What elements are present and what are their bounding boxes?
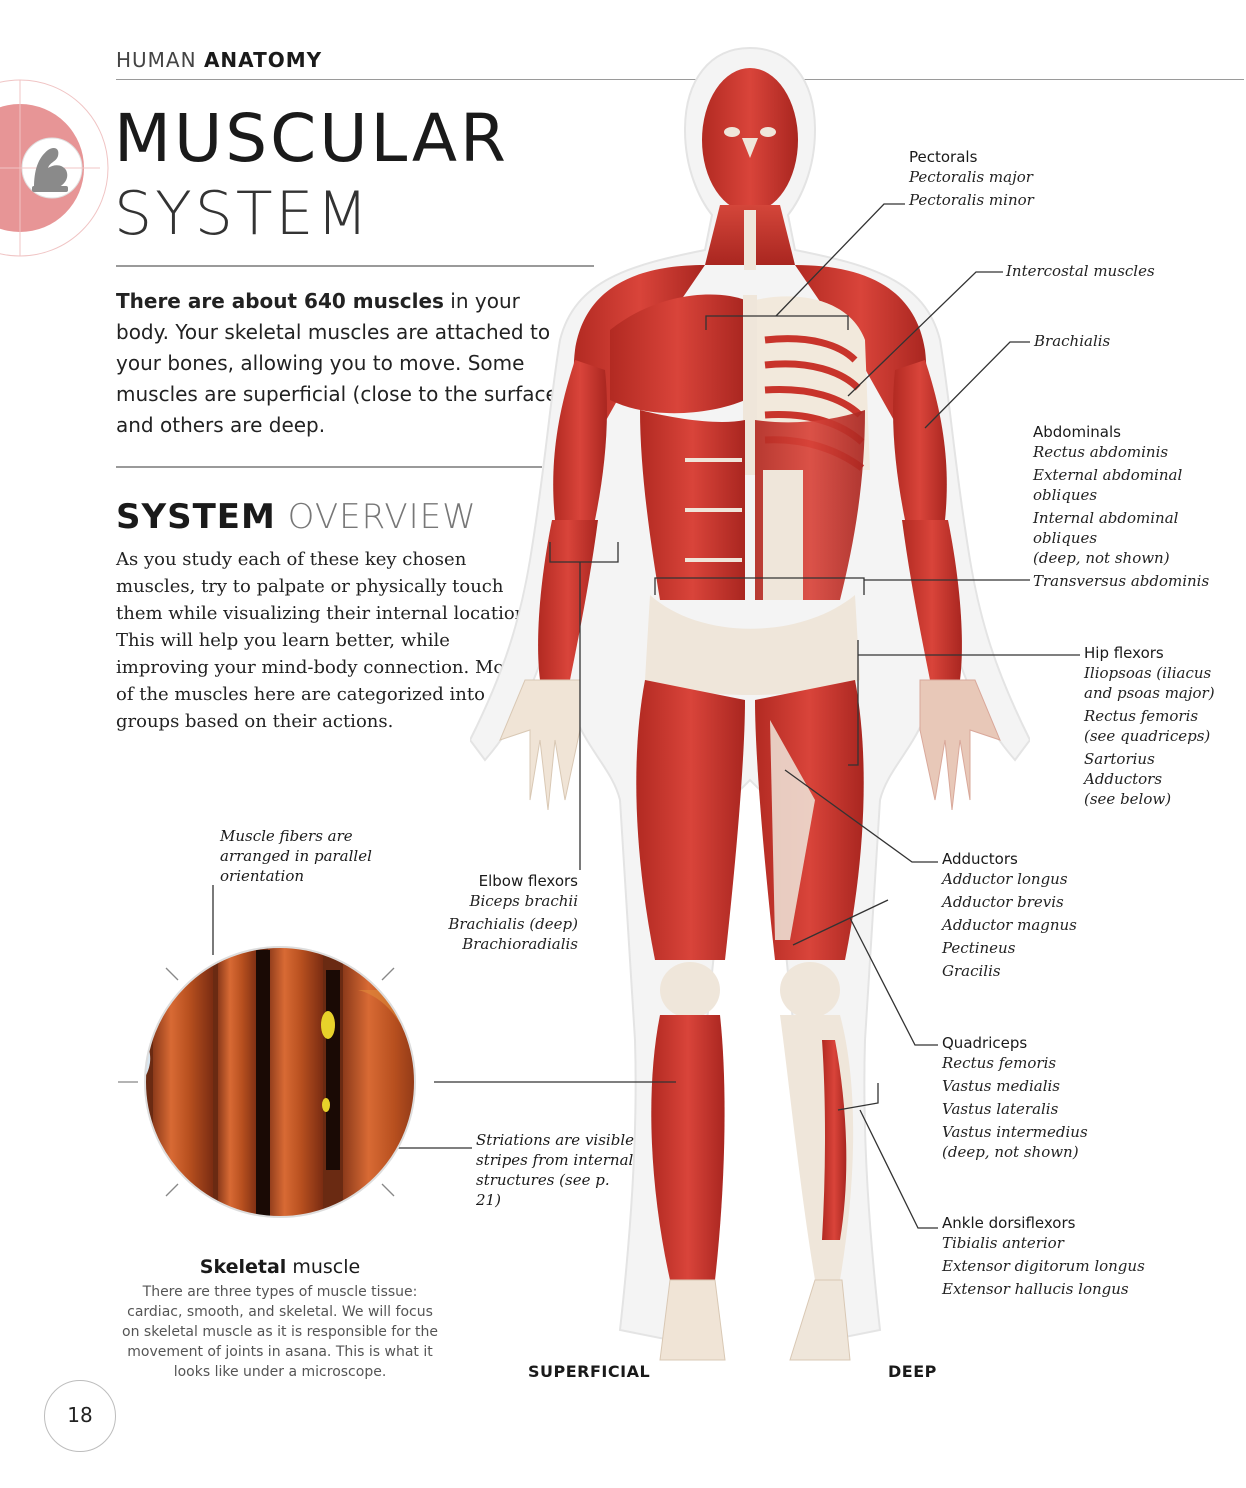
- page-title-line2: SYSTEM: [114, 179, 372, 249]
- intro-rule: [116, 466, 542, 468]
- label-adductors: Adductors Adductor longus Adductor brevi…: [942, 850, 1077, 980]
- page-number-badge: 18: [44, 1380, 116, 1452]
- flexed-arm-icon: [32, 148, 68, 192]
- skeletal-muscle-micrograph: [118, 946, 416, 1218]
- muscular-figure-illustration: [470, 46, 1030, 1361]
- fiber-orientation-note: Muscle fibers are arranged in parallel o…: [220, 827, 372, 885]
- label-elbow-flexors: Elbow flexors Biceps brachii Brachialis …: [448, 872, 578, 953]
- page-number: 18: [67, 1403, 93, 1427]
- label-brachialis: Brachialis: [1034, 332, 1111, 350]
- label-intercostal: Intercostal muscles: [1006, 262, 1155, 280]
- label-ankle-dorsiflexors: Ankle dorsiflexors Tibialis anterior Ext…: [942, 1214, 1145, 1298]
- label-abdominals: Abdominals Rectus abdominis External abd…: [1033, 423, 1210, 590]
- striations-note: Striations are visible stripes from inte…: [476, 1131, 634, 1209]
- skeletal-muscle-caption: There are three types of muscle tissue: …: [122, 1284, 438, 1380]
- overview-heading: SYSTEM OVERVIEW: [116, 497, 477, 537]
- label-pectorals: Pectorals Pectoralis major Pectoralis mi…: [909, 148, 1034, 209]
- section-kicker: HUMAN ANATOMY: [116, 48, 323, 72]
- view-label-superficial: SUPERFICIAL: [528, 1362, 651, 1381]
- section-icon-disc: [0, 79, 109, 257]
- overview-body: As you study each of these key chosen mu…: [116, 549, 532, 732]
- label-hip-flexors: Hip flexors Iliopsoas (iliacus and psoas…: [1084, 644, 1215, 808]
- title-rule: [116, 265, 594, 267]
- page-title-line1: MUSCULAR: [114, 100, 509, 177]
- view-label-deep: DEEP: [888, 1362, 937, 1381]
- intro-paragraph: There are about 640 muscles in your body…: [116, 289, 566, 437]
- header-rule: [116, 79, 1244, 80]
- label-quadriceps: Quadriceps Rectus femoris Vastus mediali…: [942, 1034, 1088, 1161]
- skeletal-muscle-title: Skeletal muscle: [199, 1256, 361, 1278]
